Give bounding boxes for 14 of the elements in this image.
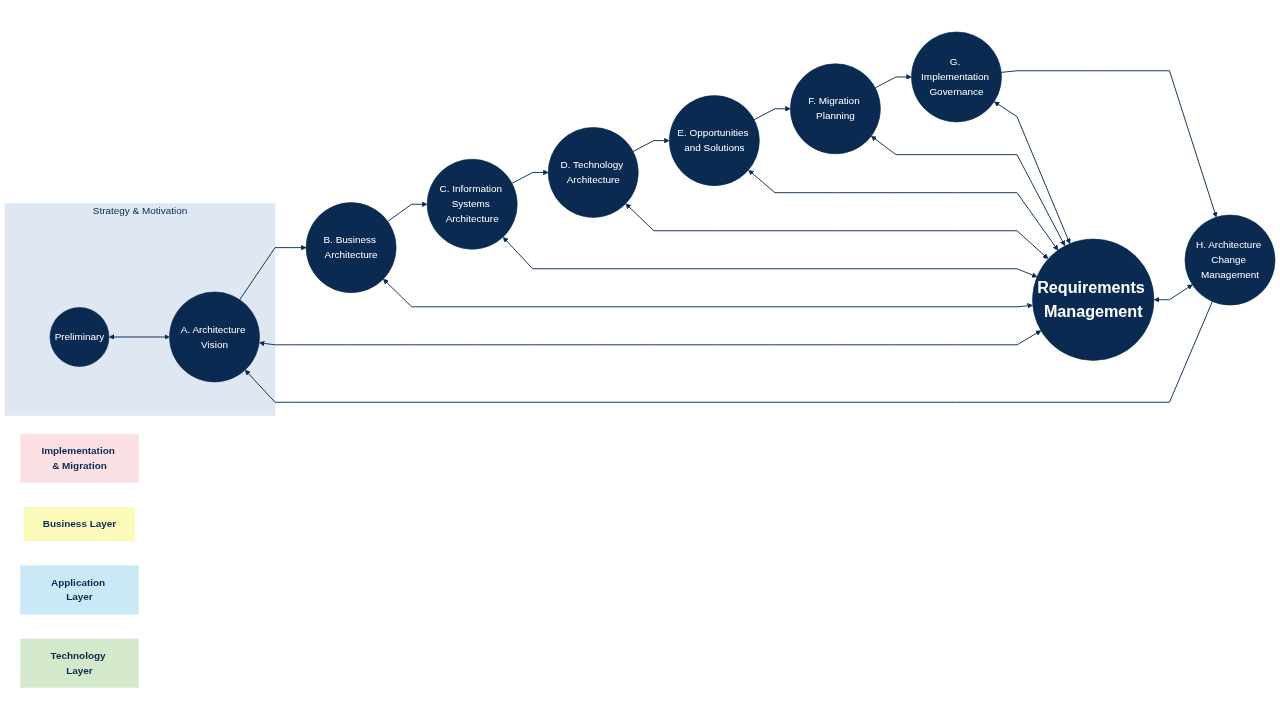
node-circle: Preliminary <box>49 307 110 368</box>
node-box: Application Layer <box>20 565 139 615</box>
node-box: Technology Layer <box>20 638 139 688</box>
node-box: Business Layer <box>23 507 136 542</box>
node-circle: C. Information Systems Architecture <box>426 159 518 250</box>
node-box: Implementation & Migration <box>20 434 139 484</box>
node-circle: F. Migration Planning <box>790 63 881 155</box>
node-circle: D. Technology Architecture <box>547 127 639 219</box>
node-circle: G. Implementation Governance <box>911 31 1002 123</box>
node-circle: A. Architecture Vision <box>169 291 260 383</box>
node-circle: E. Opportunities and Solutions <box>669 95 760 187</box>
node-circle: B. Business Architecture <box>305 202 397 294</box>
node-circle: H. Architecture Change Management <box>1184 215 1276 306</box>
node-circle: Requirements Management <box>1032 239 1155 362</box>
